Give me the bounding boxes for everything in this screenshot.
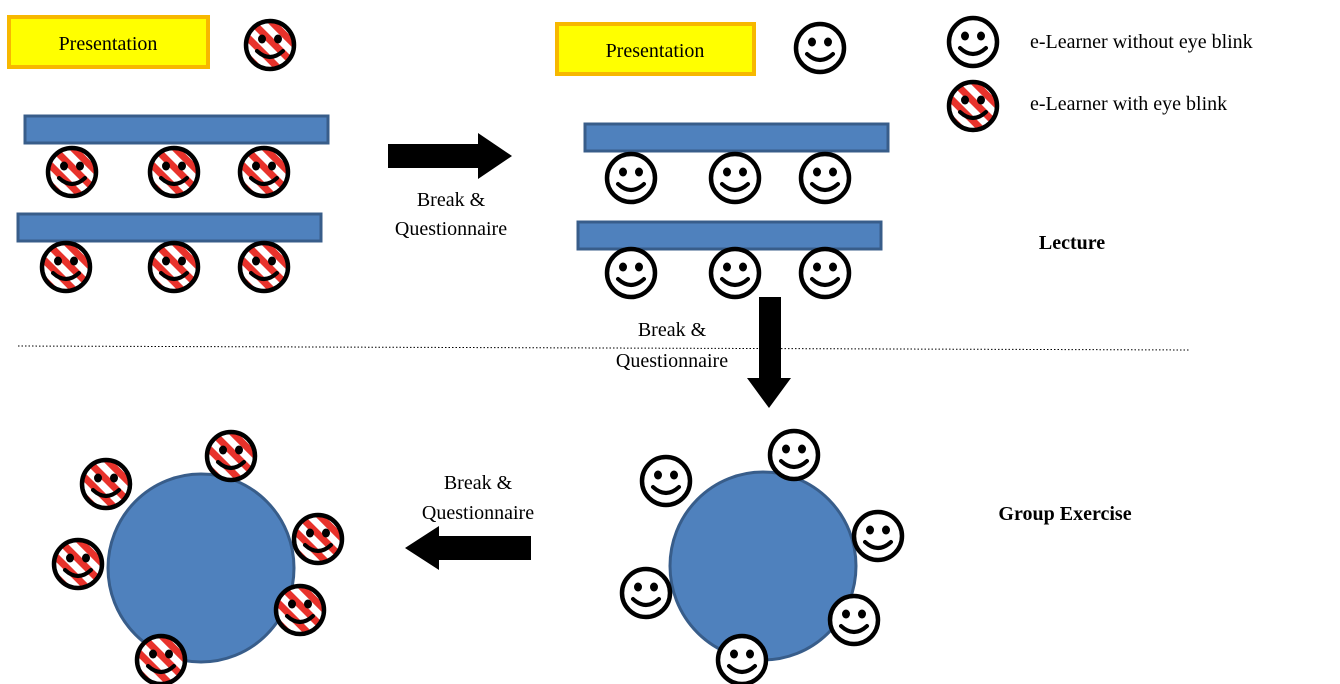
student-striped-icon <box>207 432 255 480</box>
section-label-group-exercise: Group Exercise <box>998 503 1131 525</box>
student-plain-icon <box>622 569 670 617</box>
student-plain-icon <box>830 596 878 644</box>
break-label-3b: Questionnaire <box>422 502 534 524</box>
student-striped-icon <box>48 148 96 196</box>
student-striped-icon <box>150 243 198 291</box>
student-plain-icon <box>607 249 655 297</box>
student-striped-icon <box>240 243 288 291</box>
student-plain-icon <box>711 249 759 297</box>
student-striped-icon <box>82 460 130 508</box>
presentation-box-left <box>7 15 210 69</box>
student-striped-icon <box>137 636 185 684</box>
legend-without-blink-label: e-Learner without eye blink <box>1030 31 1253 53</box>
legend-plain-icon <box>949 18 997 66</box>
break-label-2b: Questionnaire <box>616 350 728 372</box>
presentation-box-right <box>555 22 756 76</box>
student-striped-icon <box>294 515 342 563</box>
section-divider <box>17 345 1191 351</box>
section-label-lecture: Lecture <box>1039 232 1105 254</box>
student-plain-icon <box>607 154 655 202</box>
arrow-down-icon <box>747 297 791 408</box>
desk-row-1-right <box>583 122 890 153</box>
student-plain-icon <box>642 457 690 505</box>
arrow-left-icon <box>405 526 531 570</box>
student-striped-icon <box>276 586 324 634</box>
break-label-2a: Break & <box>638 319 707 341</box>
student-plain-icon <box>854 512 902 560</box>
desk-row-2-left <box>16 212 323 243</box>
group-after-group <box>622 431 902 684</box>
lecture-before-group: Presentation <box>7 15 330 291</box>
break-label-1a: Break & <box>417 189 486 211</box>
presenter-plain-icon <box>796 24 844 72</box>
presentation-label-left: Presentation <box>59 33 158 55</box>
student-striped-icon <box>150 148 198 196</box>
student-plain-icon <box>801 249 849 297</box>
legend-striped-icon <box>949 82 997 130</box>
student-striped-icon <box>240 148 288 196</box>
student-plain-icon <box>801 154 849 202</box>
round-table-left <box>106 472 296 664</box>
presentation-label-right: Presentation <box>606 40 705 62</box>
legend-with-blink-label: e-Learner with eye blink <box>1030 93 1227 115</box>
round-table-right <box>668 470 858 662</box>
break-label-1b: Questionnaire <box>395 218 507 240</box>
desk-row-2-right <box>576 220 883 251</box>
presenter-striped-icon <box>246 21 294 69</box>
arrow-right-icon <box>388 133 512 179</box>
group-before-group <box>54 432 342 684</box>
student-plain-icon <box>711 154 759 202</box>
break-label-3a: Break & <box>444 472 513 494</box>
student-striped-icon <box>42 243 90 291</box>
student-plain-icon <box>718 636 766 684</box>
student-plain-icon <box>770 431 818 479</box>
lecture-after-group: Presentation <box>555 22 890 297</box>
student-striped-icon <box>54 540 102 588</box>
desk-row-1-left <box>23 114 330 145</box>
